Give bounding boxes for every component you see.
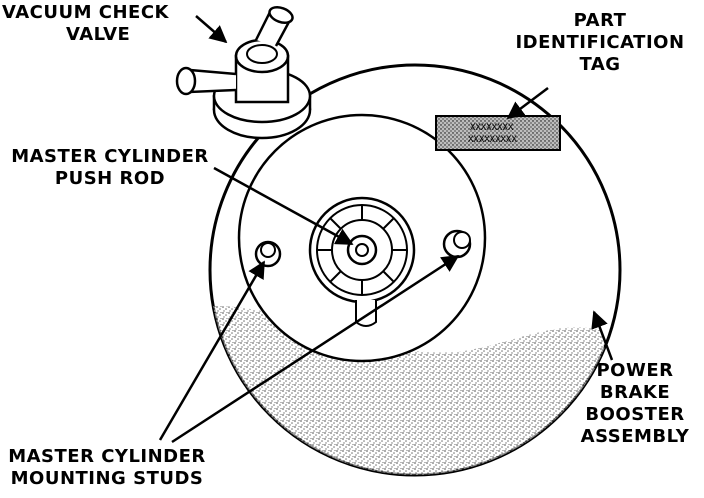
mounting-stud-right (442, 229, 472, 259)
label-line: IDENTIFICATION (515, 32, 685, 53)
leader-booster-assembly (591, 310, 614, 361)
vacuum-check-valve (175, 5, 312, 140)
label-line: BOOSTER (585, 404, 685, 425)
label-master-cylinder-push-rod: MASTER CYLINDER PUSH ROD (4, 146, 216, 190)
label-line: PART (573, 10, 627, 31)
label-vacuum-check-valve: VACUUM CHECK VALVE (2, 2, 169, 46)
tag-text-line-1: XXXXXXXX (470, 123, 514, 133)
label-line: MASTER CYLINDER (8, 446, 206, 467)
label-master-cylinder-mounting-studs: MASTER CYLINDER MOUNTING STUDS (2, 446, 212, 490)
label-line: MOUNTING STUDS (10, 468, 204, 489)
label-power-brake-booster-assembly: POWER BRAKE BOOSTER ASSEMBLY (572, 360, 698, 448)
push-rod-hub (308, 196, 416, 327)
label-line: POWER (596, 360, 674, 381)
tag-text-line-2: XXXXXXXXX (468, 135, 517, 145)
leader-part-tag (506, 87, 549, 120)
label-line: PUSH ROD (54, 168, 166, 189)
label-part-identification-tag: PART IDENTIFICATION TAG (510, 10, 690, 76)
leader-lines (158, 15, 614, 444)
leader-vacuum-check-valve (195, 15, 228, 44)
part-identification-tag: XXXXXXXX XXXXXXXXX (435, 115, 561, 151)
leader-stud-left (158, 260, 266, 441)
mounting-stud-left (254, 240, 282, 268)
label-line: VALVE (66, 24, 131, 45)
label-line: TAG (579, 54, 621, 75)
leader-push-rod (213, 166, 354, 246)
leader-stud-right (171, 254, 460, 444)
label-line: VACUUM CHECK (2, 2, 169, 23)
label-line: MASTER CYLINDER (11, 146, 209, 167)
label-line: BRAKE (599, 382, 671, 403)
label-line: ASSEMBLY (580, 426, 690, 447)
